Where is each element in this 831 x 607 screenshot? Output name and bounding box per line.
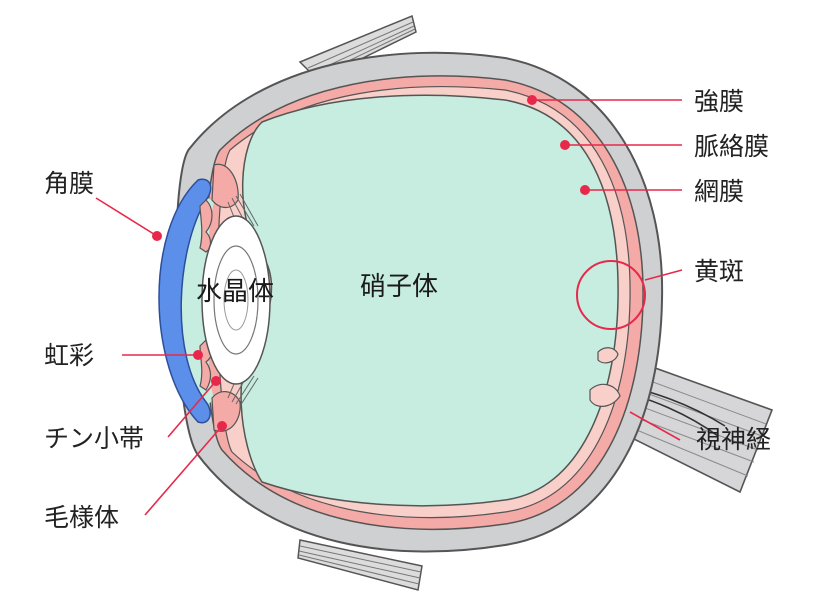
lower-muscle — [297, 539, 423, 591]
label-sclera: 強膜 — [694, 87, 744, 116]
pointer-lines — [95, 99, 683, 516]
ciliary-body-dot — [217, 421, 227, 431]
label-choroid: 脈絡膜 — [694, 132, 769, 161]
iris-dot — [193, 350, 203, 360]
cornea-dot — [152, 231, 162, 241]
label-optic-nerve: 視神経 — [696, 425, 771, 454]
choroid-dot — [560, 140, 570, 150]
retina-dot — [580, 185, 590, 195]
label-retina: 網膜 — [694, 177, 744, 206]
label-vitreous: 硝子体 — [360, 272, 438, 302]
label-ciliary-body: 毛様体 — [44, 503, 119, 532]
label-lens: 水晶体 — [196, 277, 274, 307]
label-zonule: チン小帯 — [44, 424, 144, 453]
zonule-dot — [211, 376, 221, 386]
pointer-dots — [152, 95, 590, 431]
label-macula: 黄斑 — [694, 257, 744, 286]
sclera-dot — [527, 95, 537, 105]
ciliary-body — [211, 163, 241, 432]
vitreous-body — [240, 94, 619, 507]
label-iris: 虹彩 — [44, 341, 94, 370]
lens — [201, 215, 271, 385]
label-cornea: 角膜 — [44, 169, 94, 198]
macula-circle — [576, 260, 646, 330]
